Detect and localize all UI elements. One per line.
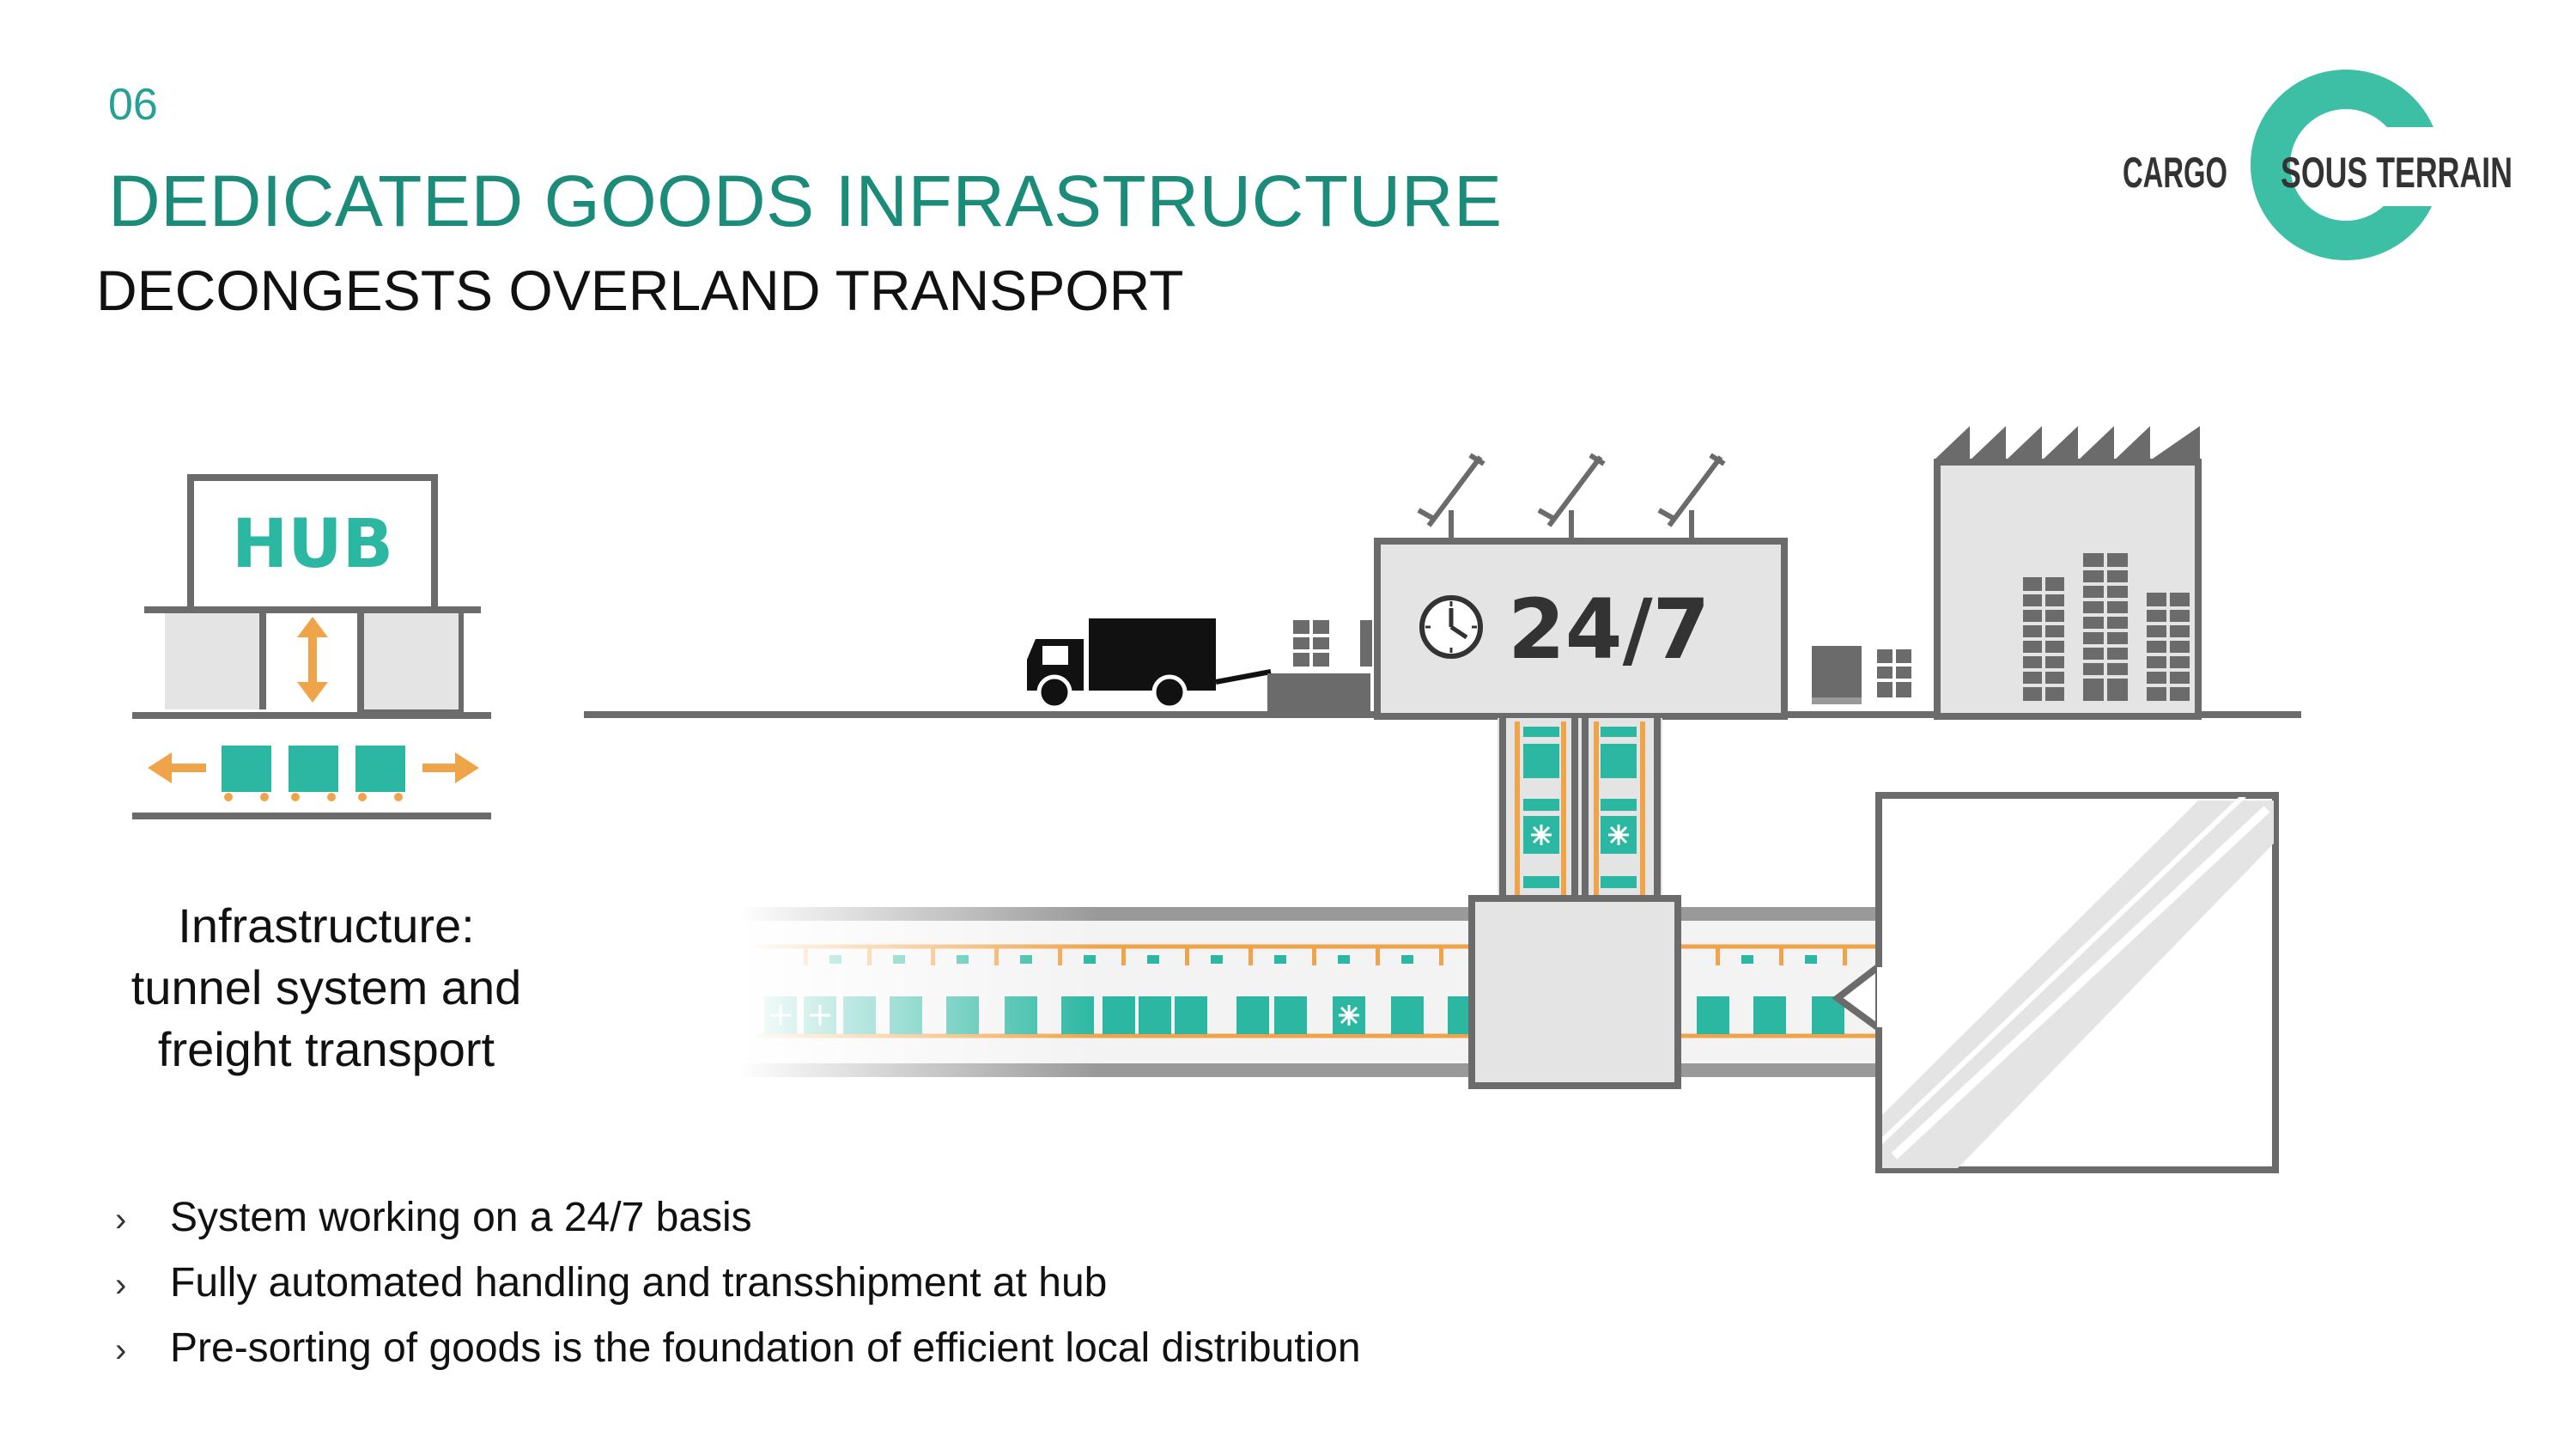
- right-arrow-icon: [422, 752, 479, 783]
- vertical-shaft: [1498, 718, 1662, 902]
- loading-ramp: [1267, 673, 1370, 715]
- chevron-right-icon: ›: [115, 1201, 127, 1239]
- factory-icon: [1934, 426, 2202, 720]
- hub-label: HUB: [232, 506, 393, 583]
- hub-building: [1374, 538, 1788, 720]
- chevron-right-icon: ›: [115, 1266, 127, 1304]
- left-arrow-icon: [148, 752, 206, 783]
- hub-carts: [222, 746, 405, 801]
- underground-hub-box: [1468, 895, 1681, 1089]
- bullet-item: › Pre-sorting of goods is the foundation …: [115, 1316, 1361, 1381]
- hub-caption: Infrastructure: tunnel system and freigh…: [86, 895, 567, 1081]
- hub-caption-line: tunnel system and: [131, 960, 522, 1014]
- bullet-text: System working on a 24/7 basis: [170, 1195, 752, 1240]
- bullet-list: › System working on a 24/7 basis › Fully a…: [115, 1185, 1361, 1381]
- bullet-text: Pre-sorting of goods is the foundation o…: [170, 1325, 1361, 1371]
- cargo-sous-terrain-logo: CARGO SOUS TERRAIN: [2123, 70, 2516, 260]
- slide-title: DEDICATED GOODS INFRASTRUCTURE: [108, 161, 1503, 241]
- logo-text-cargo: CARGO: [2123, 149, 2227, 197]
- road-callout: [1832, 792, 2279, 1173]
- bullet-item: › System working on a 24/7 basis: [115, 1185, 1361, 1251]
- hub-illustration: [132, 474, 491, 819]
- slide-subtitle: DECONGESTS OVERLAND TRANSPORT: [96, 259, 1184, 322]
- pallet-icon: [1293, 620, 1372, 667]
- chevron-right-icon: ›: [115, 1331, 127, 1369]
- clock-icon: [1419, 595, 1483, 659]
- cargo-container-icon: [1812, 646, 1911, 704]
- tunnel: [738, 893, 1889, 1091]
- vertical-arrow-icon: [297, 617, 328, 703]
- hub-sign-text: 24/7: [1508, 581, 1710, 678]
- hub-caption-line: Infrastructure:: [178, 898, 475, 953]
- hub-caption-line: freight transport: [157, 1022, 495, 1076]
- antenna-icon: [1417, 453, 1726, 539]
- logo-text-sous-terrain: SOUS TERRAIN: [2281, 149, 2512, 197]
- bullet-item: › Fully automated handling and transshipm…: [115, 1251, 1361, 1316]
- bullet-text: Fully automated handling and transshipme…: [170, 1260, 1108, 1306]
- truck-icon: [1027, 618, 1272, 710]
- slide-number: 06: [108, 80, 158, 130]
